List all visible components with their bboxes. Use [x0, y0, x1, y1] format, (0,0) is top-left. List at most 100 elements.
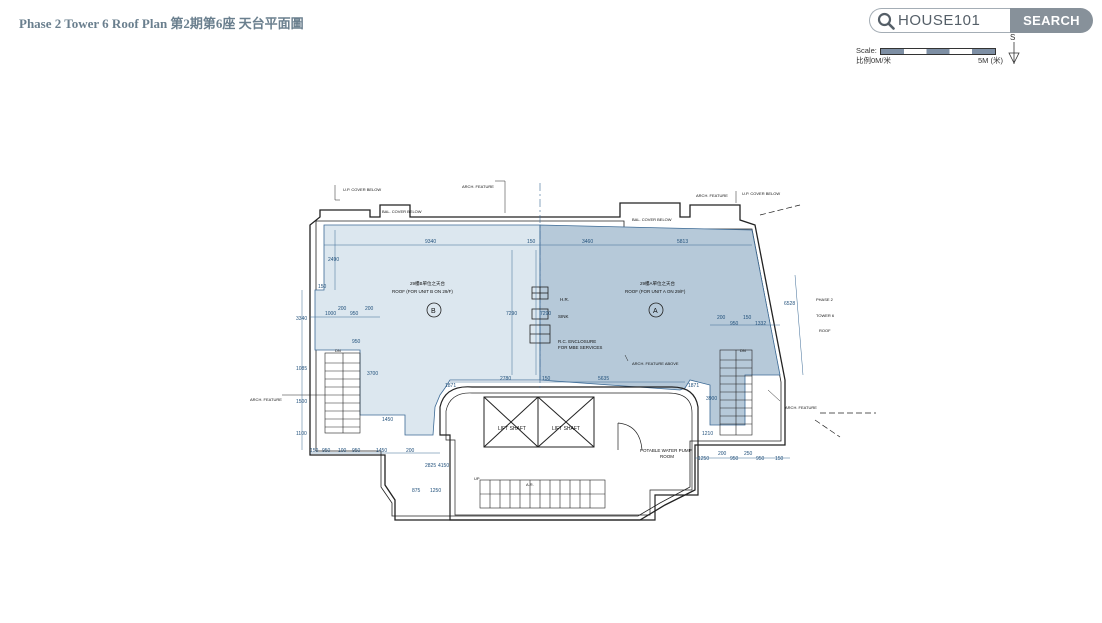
dim-950-c: 950 [352, 448, 361, 454]
dim-3340: 3340 [296, 316, 307, 322]
pump-room-door [617, 422, 643, 451]
dim-4150: 4150 [438, 463, 449, 469]
dim-200-c: 200 [406, 448, 415, 454]
unit-b-label-en: ROOF (FOR UNIT B ON 29/F) [392, 289, 453, 294]
phase-label: PHASE 2 [816, 297, 834, 302]
stair-bottom [479, 479, 606, 509]
dim-950-f: 950 [730, 321, 739, 327]
dim-100: 100 [338, 448, 347, 454]
dim-200-b: 200 [365, 306, 374, 312]
dim-7290-a: 7290 [506, 311, 517, 317]
callout-leaders [282, 180, 781, 402]
dim-3700: 3700 [367, 371, 378, 377]
dim-1871-a: 1871 [445, 383, 456, 389]
scale-label: Scale: [856, 46, 877, 55]
dim-150-f: 150 [743, 315, 752, 321]
north-arrow: S [1008, 33, 1020, 65]
search-query: HOUSE101 [898, 12, 981, 29]
dim-2490: 2490 [328, 257, 339, 263]
lift-shafts [483, 396, 595, 448]
dim-950-e: 950 [756, 456, 765, 462]
dim-1250-b: 1250 [698, 456, 709, 462]
unit-a-label-cn: 29樓A單位之天台 [640, 280, 676, 287]
unit-a-label-en: ROOF (FOR UNIT A ON 29/F) [625, 289, 686, 294]
arch-feature-right-label: ARCH. FEATURE [785, 405, 817, 410]
dim-150-c: 150 [542, 376, 551, 382]
ar-label: A.R. [526, 482, 534, 487]
search-button[interactable]: SEARCH [1010, 8, 1093, 33]
dim-5635: 5635 [598, 376, 609, 382]
dim-1085: 1085 [296, 366, 307, 372]
dim-950-b: 950 [322, 448, 331, 454]
dim-1250-a: 1250 [430, 488, 441, 494]
arch-feature-above-label: ARCH. FEATURE ABOVE [632, 361, 679, 366]
dim-1000: 1000 [325, 311, 336, 317]
rc-enclosure-label: R.C. ENCLOSURE [558, 339, 596, 344]
dim-9340: 9340 [425, 239, 436, 245]
dim-250: 250 [744, 451, 753, 457]
mbe-services-label: FOR MBE SERVICES [558, 345, 602, 350]
dn-right-label: DN [740, 348, 746, 353]
dim-1332: 1332 [755, 321, 766, 327]
dim-3460: 3460 [582, 239, 593, 245]
page-title: Phase 2 Tower 6 Roof Plan 第2期第6座 天台平面圖 [19, 16, 304, 31]
dim-1450-a: 1450 [382, 417, 393, 423]
dim-1500: 1500 [296, 399, 307, 405]
dim-5813: 5813 [677, 239, 688, 245]
dim-200-a: 200 [338, 306, 347, 312]
arch-feature-left-label: ARCH. FEATURE [250, 397, 282, 402]
hr-label: H.R. [560, 297, 569, 302]
dim-2780: 2780 [500, 376, 511, 382]
dim-1210: 1210 [702, 431, 713, 437]
dim-950-g: 950 [352, 339, 361, 345]
up-cover-right-label: U.P. COVER BELOW [742, 191, 780, 196]
fixtures [529, 286, 551, 344]
lift-shaft-1-label: LIFT SHAFT [498, 426, 526, 432]
dim-950-d: 950 [730, 456, 739, 462]
dimension-lines [301, 230, 804, 459]
unit-a-mark: A [653, 308, 658, 315]
roof-label: ROOF [819, 328, 831, 333]
arch-feature-top-label: ARCH. FEATURE [462, 184, 494, 189]
boundary-line [759, 204, 876, 438]
sink-label: SINK [558, 314, 569, 319]
up-cover-left-label: U.P. COVER BELOW [343, 187, 381, 192]
dim-150-e: 150 [775, 456, 784, 462]
dim-7290-b: 7290 [540, 311, 551, 317]
bal-cover-right-label: BAL. COVER BELOW [632, 217, 672, 222]
stair-right [719, 349, 753, 436]
dim-950-a: 950 [350, 311, 359, 317]
dim-150-a: 150 [527, 239, 536, 245]
north-arrow-icon [1008, 42, 1020, 64]
dim-200-e: 200 [717, 315, 726, 321]
search-icon [877, 12, 895, 30]
scale-end-label: 5M (米) [978, 56, 1003, 65]
dim-1450-b: 1450 [376, 448, 387, 454]
roof-floor-plan: LIFT SHAFT LIFT SHAFT POTABLE WATER PUMP… [250, 180, 876, 521]
lift-shaft-2-label: LIFT SHAFT [552, 426, 580, 432]
bal-cover-left-label: BAL. COVER BELOW [382, 209, 422, 214]
unit-b-roof-area [314, 224, 541, 436]
pump-room-label-2: ROOM [660, 454, 674, 459]
tower-label: TOWER 6 [816, 313, 835, 318]
unit-b-mark-circle [426, 302, 442, 318]
dim-1871-b: 1871 [688, 383, 699, 389]
dim-875: 875 [412, 488, 421, 494]
scale-bar [880, 48, 996, 55]
unit-a-mark-circle [648, 302, 664, 318]
dim-150-b: 150 [318, 284, 327, 290]
dim-2825: 2825 [425, 463, 436, 469]
search-bar: HOUSE101 SEARCH [869, 8, 1093, 33]
search-input[interactable]: HOUSE101 [869, 8, 1010, 33]
dim-1100: 1100 [296, 431, 307, 437]
north-letter: S [1010, 33, 1016, 42]
dim-6528: 6528 [784, 301, 795, 307]
unit-b-label-cn: 29樓B單位之天台 [410, 280, 446, 287]
dim-150-d: 150 [310, 448, 319, 454]
scale-legend: Scale: 比例0M/米 5M (米) [856, 46, 1003, 66]
scale-start-label: 比例0M/米 [856, 56, 892, 65]
stair-left [324, 352, 361, 434]
unit-b-mark: B [431, 308, 436, 315]
dim-3900: 3900 [706, 396, 717, 402]
pump-room-label-1: POTABLE WATER PUMP [640, 448, 692, 453]
